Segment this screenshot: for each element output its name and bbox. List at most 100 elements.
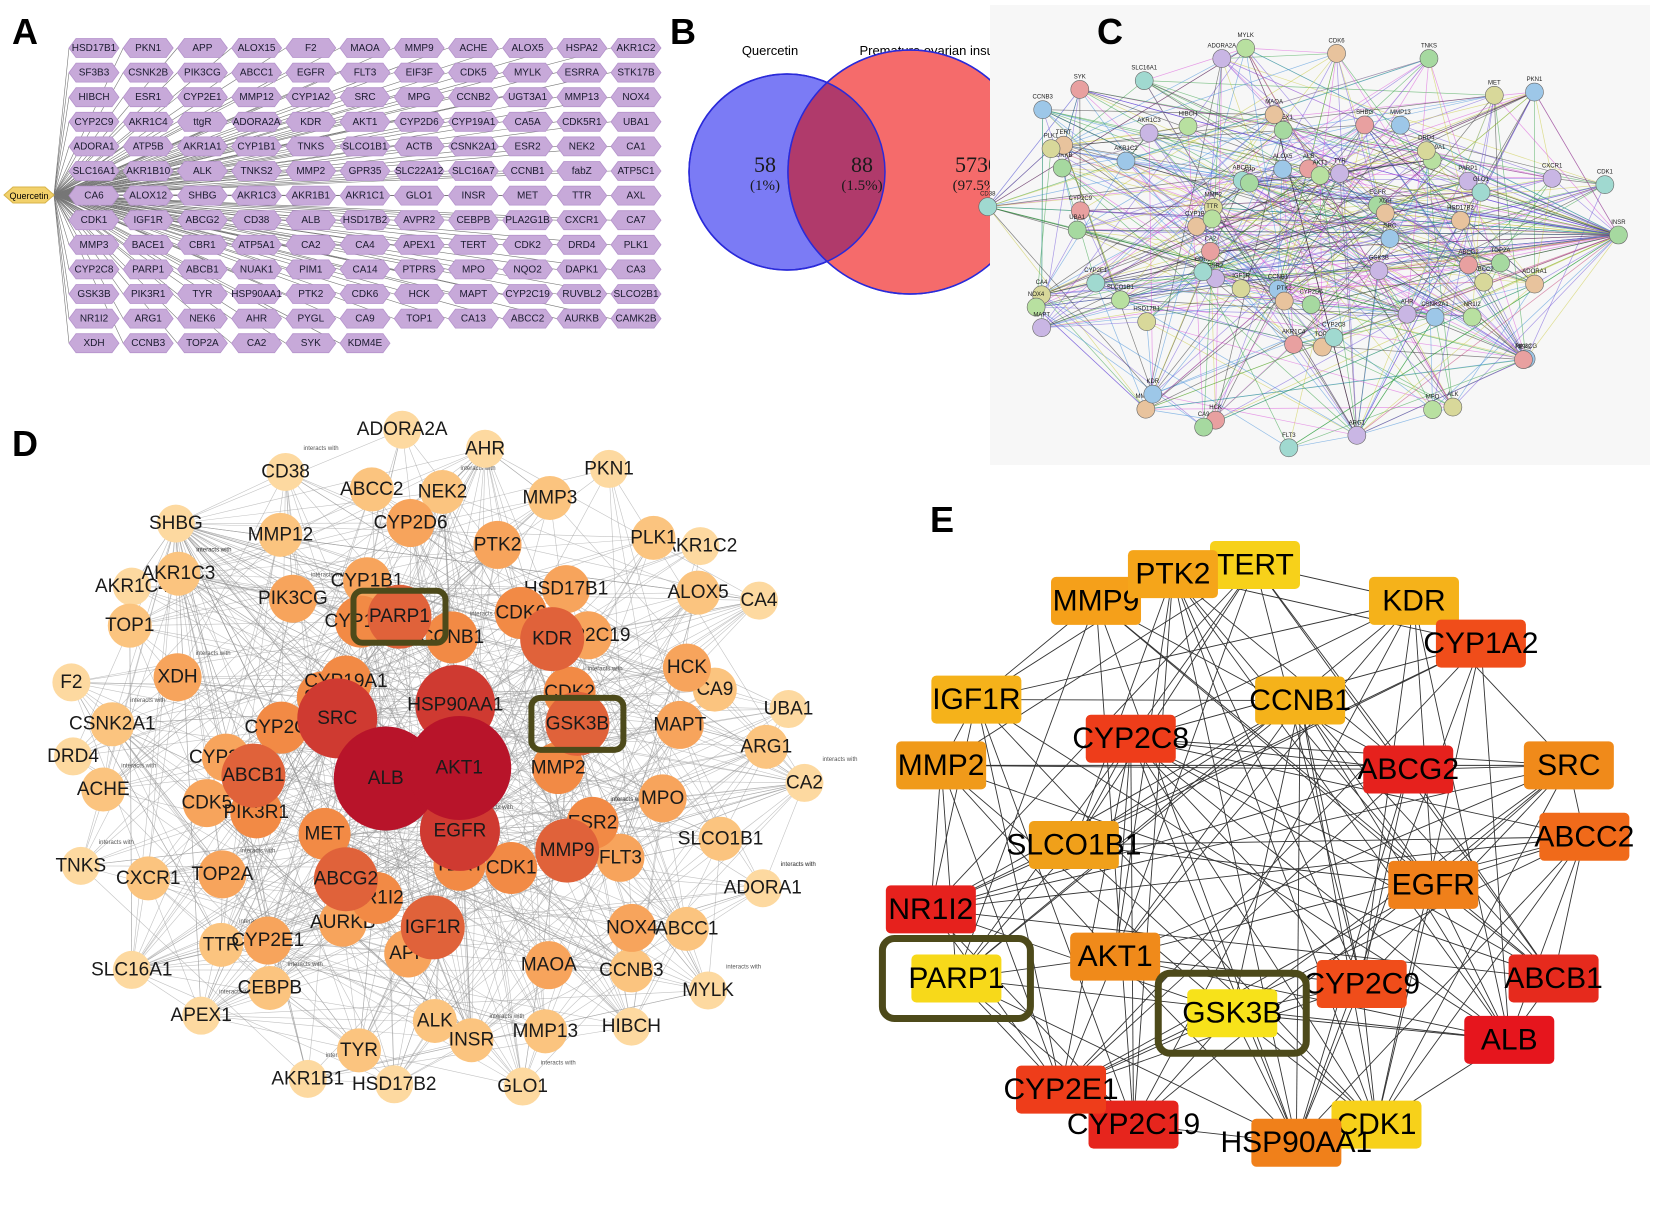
target-label: PYGL xyxy=(297,314,324,325)
ppi-node-circle xyxy=(268,574,317,623)
string-edge xyxy=(1525,234,1619,360)
target-label: CYP2C8 xyxy=(75,264,114,275)
string-edge xyxy=(1041,300,1285,329)
string-node-met: MET xyxy=(1485,80,1504,105)
string-edge xyxy=(1336,53,1461,221)
string-edge xyxy=(1036,234,1619,308)
ppi-node-circle xyxy=(744,724,789,769)
compound-target-edge xyxy=(53,47,70,196)
string-node-ball xyxy=(1111,290,1130,310)
target-shape xyxy=(502,234,554,255)
ppi-node-adora2a: ADORA2A xyxy=(357,410,448,449)
target-label: CYP19A1 xyxy=(451,117,495,128)
ppi-node-circle xyxy=(407,715,512,820)
target-node-pla2g1b: PLA2G1B xyxy=(502,210,554,231)
target-shape xyxy=(393,210,445,231)
string-node-ball xyxy=(1514,350,1533,369)
string-node-ball xyxy=(1462,307,1482,327)
target-label: CBR1 xyxy=(189,240,216,251)
target-node-esr2: ESR2 xyxy=(502,136,554,157)
ppi-edge xyxy=(131,833,325,971)
hub-edge xyxy=(930,908,1554,979)
hub-edge xyxy=(1073,564,1256,846)
target-label: ALOX5 xyxy=(511,43,544,54)
hub-edge xyxy=(1133,600,1415,1125)
string-node-ball xyxy=(1194,417,1213,437)
target-node-insr: INSR xyxy=(447,185,499,206)
compound-target-edge xyxy=(53,170,70,196)
target-node-cdk6: CDK6 xyxy=(339,284,391,304)
string-edge xyxy=(1202,271,1290,448)
string-node-ball xyxy=(1178,117,1198,136)
string-edge xyxy=(1242,180,1436,318)
ppi-node-label: HCK xyxy=(667,657,707,678)
target-shape xyxy=(339,210,391,231)
panel-c-letter: C xyxy=(1097,11,1123,52)
target-node-akr1a1: AKR1A1 xyxy=(176,136,228,157)
target-label: AKR1C2 xyxy=(617,43,656,54)
string-edge xyxy=(1148,132,1619,236)
target-shape xyxy=(285,333,337,354)
target-node-plk1: PLK1 xyxy=(610,234,662,255)
ppi-node-label: MMP13 xyxy=(513,1021,578,1042)
target-node-fabz: fabZ xyxy=(556,161,608,181)
ppi-node-label: CA2 xyxy=(786,772,823,793)
ppi-node-akr1b1: AKR1B1 xyxy=(271,1059,344,1098)
target-label: HIBCH xyxy=(78,92,109,103)
string-node-nox4: NOX4 xyxy=(1026,292,1046,317)
target-shape xyxy=(339,308,391,329)
ppi-node-mmp13: MMP13 xyxy=(513,1009,578,1054)
ppi-node-circle xyxy=(112,950,151,989)
target-node-camk2b: CAMK2B xyxy=(610,308,662,329)
ppi-node-circle xyxy=(255,701,308,754)
string-edge xyxy=(1406,58,1430,315)
string-edge xyxy=(1063,53,1337,146)
ppi-node-circle xyxy=(54,737,93,776)
ppi-edge xyxy=(565,588,688,668)
string-node-label: INSR xyxy=(1611,220,1626,226)
ppi-node-gsk3b: GSK3B xyxy=(545,691,610,756)
hub-node-tert: TERT xyxy=(1210,541,1300,589)
string-node-mapt: MAPT xyxy=(1032,313,1051,338)
string-node-ball xyxy=(1595,175,1615,194)
ppi-node-kdr: KDR xyxy=(520,607,585,672)
hub-node-akt1: AKT1 xyxy=(1070,932,1161,981)
string-node-glo1: GLO1 xyxy=(1471,177,1491,202)
ppi-node-label: MPO xyxy=(641,788,684,809)
string-node-ball xyxy=(1471,182,1491,202)
target-node-kdm4e: KDM4E xyxy=(339,333,391,354)
string-node-ball xyxy=(1137,312,1157,331)
ppi-edge xyxy=(103,621,362,790)
string-node-cyp2d6: CYP2D6 xyxy=(1299,290,1323,314)
ppi-edge xyxy=(129,625,208,804)
hub-node-slco1b1: SLCO1B1 xyxy=(1006,820,1141,869)
target-node-mmp9: MMP9 xyxy=(393,38,445,58)
ppi-node-ahr: AHR xyxy=(465,429,505,468)
target-shape xyxy=(122,210,174,231)
target-node-ccnb2: CCNB2 xyxy=(447,87,499,108)
target-node-nek2: NEK2 xyxy=(556,136,608,157)
string-node-src: SRC xyxy=(1380,224,1400,248)
ppi-edge xyxy=(545,782,805,1032)
string-node-ball xyxy=(1474,272,1494,292)
target-label: AKR1C4 xyxy=(129,117,168,128)
string-node-label: ADORA2A xyxy=(1207,44,1236,50)
ppi-edge xyxy=(459,600,760,866)
ppi-node-circle xyxy=(527,475,572,520)
hub-node-label: CDK1 xyxy=(1336,1108,1416,1141)
target-shape xyxy=(610,259,662,280)
hub-node-label: CCNB1 xyxy=(1249,684,1351,717)
string-edge xyxy=(1378,234,1619,271)
string-node-ball xyxy=(1201,241,1220,261)
string-node-label: CA4 xyxy=(1036,280,1048,286)
string-node-label: DRD4 xyxy=(1418,136,1435,142)
string-edge xyxy=(1152,124,1365,395)
string-node-tnks: TNKS xyxy=(1419,44,1439,68)
hub-node-box xyxy=(896,741,987,790)
string-edge xyxy=(1240,288,1358,436)
target-shape xyxy=(447,87,499,108)
target-node-ugt3a1: UGT3A1 xyxy=(502,87,554,108)
ppi-edge xyxy=(71,682,202,1016)
target-label: CYP2D6 xyxy=(400,117,439,128)
target-shape xyxy=(285,259,337,280)
